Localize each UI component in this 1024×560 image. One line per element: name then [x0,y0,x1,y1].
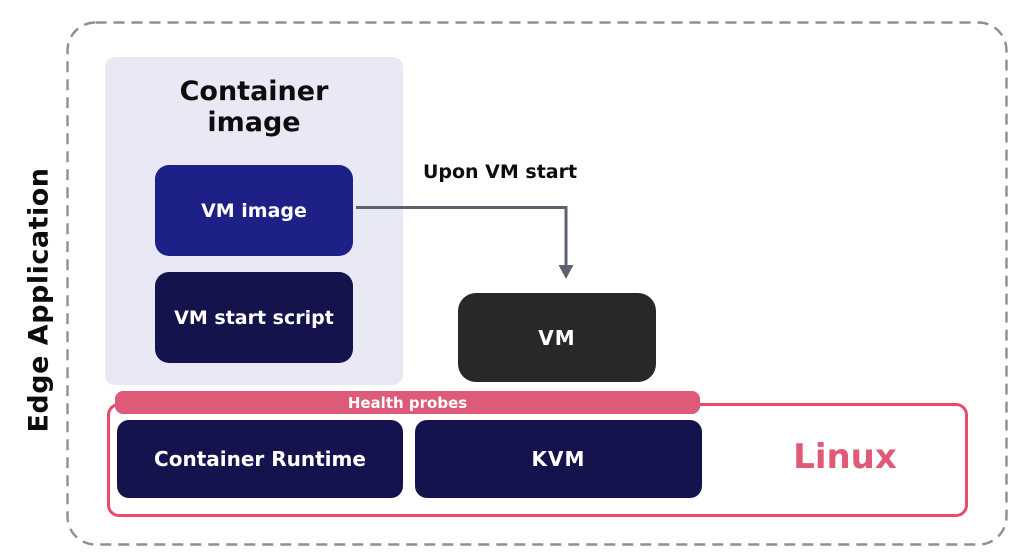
vm-start-script-node: VM start script [155,272,353,363]
vm-label: VM [538,325,576,350]
edge-application-boundary [66,21,1008,546]
edge-application-label: Edge Application [23,167,55,433]
kvm-node: KVM [415,420,702,498]
health-probes-bar: Health probes [115,391,700,414]
linux-label: Linux [793,437,897,477]
container-runtime-node: Container Runtime [117,420,403,498]
vm-start-script-label: VM start script [174,306,334,329]
vm-node: VM [458,293,656,382]
upon-vm-start-label: Upon VM start [422,161,578,183]
vm-start-arrow-icon [356,206,574,279]
vm-image-node: VM image [155,165,353,256]
kvm-label: KVM [531,447,586,471]
container-image-title: Container image [105,76,403,138]
container-runtime-label: Container Runtime [154,447,366,471]
health-probes-label: Health probes [347,393,468,412]
vm-image-label: VM image [201,199,307,222]
container-image-title-text: Container image [179,76,329,139]
